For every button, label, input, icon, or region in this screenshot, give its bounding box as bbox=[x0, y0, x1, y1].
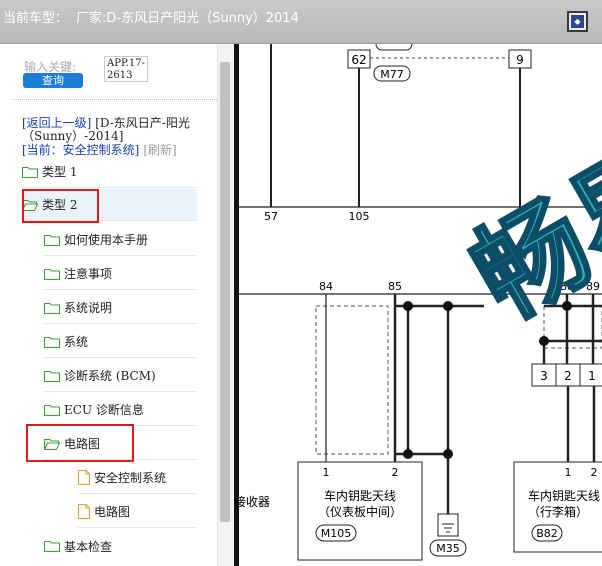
inline-pin: 1 bbox=[588, 369, 596, 383]
tree-item-label: 如何使用本手册 bbox=[64, 233, 149, 247]
separator bbox=[12, 99, 217, 100]
tree-item-label: 系统说明 bbox=[64, 301, 113, 315]
refresh-link[interactable]: [刷新] bbox=[143, 143, 177, 157]
panel-toggle-button[interactable]: ◆ bbox=[567, 11, 588, 32]
current-label: [当前：安全控制系统] bbox=[22, 143, 140, 157]
connector-b82 bbox=[531, 524, 563, 542]
connector-label: M105 bbox=[321, 527, 352, 540]
tree-item-label: 类型 1 bbox=[42, 165, 78, 179]
folder-icon bbox=[44, 268, 60, 280]
tree-item-label: 电路图 bbox=[64, 437, 101, 451]
component-pin: 1 bbox=[565, 466, 572, 479]
tree-item-ecu-diag[interactable]: ECU 诊断信息 bbox=[44, 394, 197, 426]
tree-item-diag-bcm[interactable]: 诊断系统 (BCM) bbox=[44, 360, 197, 392]
component-pin: 1 bbox=[323, 466, 330, 479]
back-link[interactable]: [返回上一级] bbox=[22, 116, 92, 130]
shield-outline bbox=[315, 305, 389, 455]
pin-number: 88 bbox=[560, 280, 574, 293]
component-title: 车内钥匙天线 bbox=[528, 488, 600, 503]
pin-number: 89 bbox=[586, 280, 600, 293]
watermark: 畅易 bbox=[451, 121, 602, 345]
tree-item-label: 电路图 bbox=[94, 505, 131, 519]
current-location: [当前：安全控制系统][刷新] bbox=[22, 141, 177, 158]
connector-m77 bbox=[373, 65, 411, 82]
inline-pin: 2 bbox=[564, 369, 572, 383]
search-label: 输入关键: bbox=[24, 60, 77, 74]
search-input[interactable]: APP.17-2613 bbox=[104, 56, 148, 82]
diagram-border bbox=[234, 44, 239, 566]
component-subtitle: （仪表板中间） bbox=[318, 504, 402, 519]
breadcrumb-path: [D-东风日产-阳光（Sunny）-2014] bbox=[22, 116, 190, 143]
tree-item-manual-usage[interactable]: 如何使用本手册 bbox=[44, 224, 197, 256]
breadcrumb: [返回上一级] [D-东风日产-阳光（Sunny）-2014] bbox=[22, 117, 202, 143]
splice-node bbox=[403, 449, 413, 459]
tree-item-basic-check[interactable]: 基本检查 bbox=[44, 530, 197, 562]
tree-item-security-control[interactable]: 安全控制系统 bbox=[78, 462, 197, 494]
left-panel: 输入关键: APP.17-2613 查询 [返回上一级] [D-东风日产-阳光（… bbox=[0, 44, 233, 566]
folder-icon bbox=[44, 370, 60, 382]
folder-icon bbox=[44, 302, 60, 314]
connector-top-partial bbox=[375, 44, 413, 51]
bus-pin: 9 bbox=[517, 210, 524, 223]
bus-pin: 105 bbox=[349, 210, 370, 223]
pin-label: 62 bbox=[351, 53, 366, 67]
tree-item-label: ECU 诊断信息 bbox=[64, 403, 144, 417]
receiver-label: 接收器 bbox=[234, 494, 270, 509]
document-icon bbox=[78, 504, 90, 519]
tree-item-label: 诊断系统 (BCM) bbox=[64, 369, 156, 383]
inline-pin-1 bbox=[579, 363, 602, 387]
tree-item-label: 基本检查 bbox=[64, 539, 113, 554]
folder-icon bbox=[44, 540, 60, 552]
tree-item-label: 注意事项 bbox=[64, 267, 113, 281]
title-prefix: 当前车型： bbox=[3, 11, 69, 26]
scrollbar-thumb[interactable] bbox=[220, 62, 230, 522]
connector-label: B82 bbox=[536, 527, 558, 540]
connector-m35 bbox=[429, 539, 467, 557]
folder-open-icon bbox=[44, 438, 60, 450]
tree-item-type1[interactable]: 类型 1 bbox=[22, 156, 197, 188]
tree-item-label: 安全控制系统 bbox=[94, 471, 167, 485]
tree-item-system-desc[interactable]: 系统说明 bbox=[44, 292, 197, 324]
pin-number: 84 bbox=[319, 280, 333, 293]
tree-item-circuit-diagram[interactable]: 电路图 bbox=[78, 496, 197, 528]
folder-icon bbox=[22, 166, 38, 178]
title-bar: 当前车型： 厂家:D-东风日产阳光（Sunny）2014 ◆ bbox=[0, 0, 602, 44]
component-pin: 2 bbox=[591, 466, 598, 479]
component-title: 车内钥匙天线 bbox=[324, 488, 396, 503]
splice-node bbox=[562, 301, 572, 311]
ground-symbol bbox=[437, 513, 459, 537]
tree-item-label: 类型 2 bbox=[42, 198, 78, 212]
component-pin: 2 bbox=[392, 466, 399, 479]
connector-label: M35 bbox=[436, 542, 460, 555]
bus-pin: 57 bbox=[264, 210, 278, 223]
highlight-box bbox=[22, 189, 99, 223]
document-icon bbox=[78, 470, 90, 485]
tree-item-type2[interactable]: 类型 2 bbox=[22, 189, 197, 221]
pin-label: 9 bbox=[516, 53, 524, 67]
title-model: 厂家:D-东风日产阳光（Sunny）2014 bbox=[76, 11, 299, 26]
tree-item-system[interactable]: 系统 bbox=[44, 326, 197, 358]
tree-item-wiring-diagram[interactable]: 电路图 bbox=[44, 428, 197, 460]
search-button[interactable]: 查询 bbox=[23, 73, 83, 88]
diamond-icon: ◆ bbox=[571, 15, 584, 28]
splice-node bbox=[403, 301, 413, 311]
wiring-diagram: 62 9 M77 57 105 9 84 85 88 89 bbox=[234, 44, 602, 566]
tree-item-precautions[interactable]: 注意事项 bbox=[44, 258, 197, 290]
antenna-box-left bbox=[297, 461, 423, 561]
splice-node bbox=[443, 301, 453, 311]
folder-icon bbox=[44, 404, 60, 416]
pin-number: 85 bbox=[388, 280, 402, 293]
splice-node bbox=[539, 336, 549, 346]
watermark-text: 畅易 bbox=[452, 123, 602, 344]
component-subtitle: （行李箱） bbox=[528, 504, 588, 519]
connector-m105 bbox=[315, 524, 357, 542]
splice-node bbox=[443, 449, 453, 459]
tree-item-label: 系统 bbox=[64, 335, 89, 349]
folder-icon bbox=[44, 234, 60, 246]
folder-icon bbox=[44, 336, 60, 348]
highlight-box bbox=[26, 424, 134, 462]
window-title: 当前车型： 厂家:D-东风日产阳光（Sunny）2014 bbox=[3, 7, 299, 26]
inline-pin: 3 bbox=[540, 369, 548, 383]
connector-label: M77 bbox=[380, 68, 404, 81]
